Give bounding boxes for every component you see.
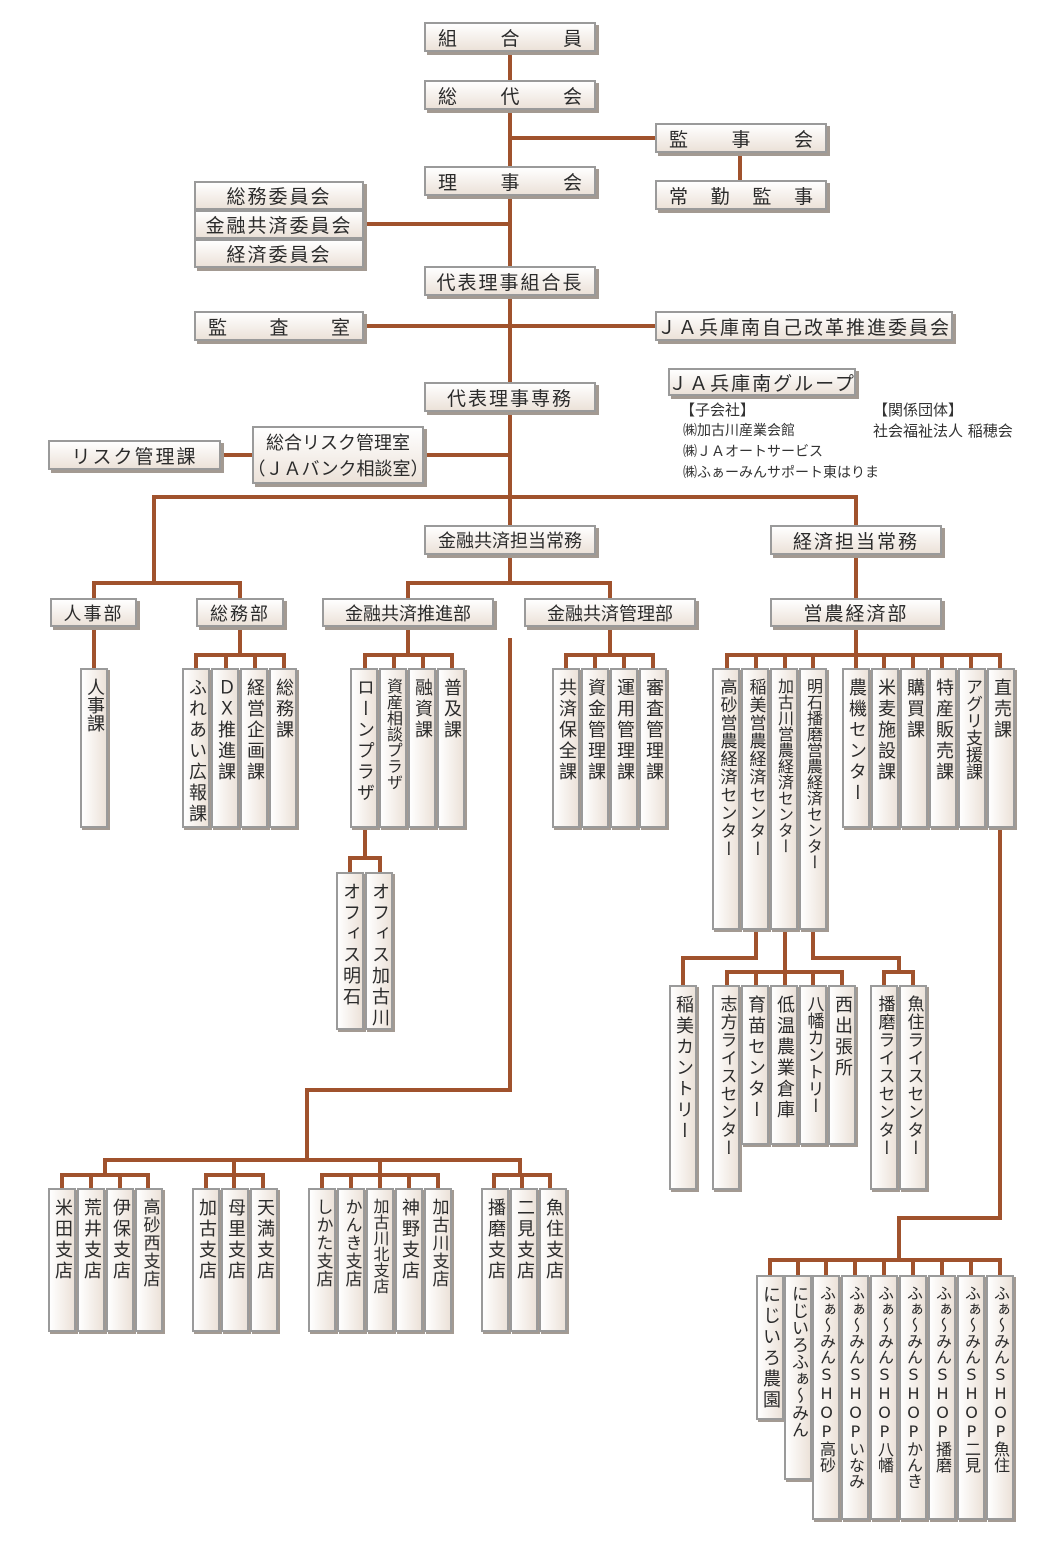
farmin-shop-harima: ふぁ〜みんSHOP播磨 [928,1275,956,1520]
community-pr-section: ふれあい広報課 [182,668,210,828]
auditors-board-box: 監事会 [655,123,827,153]
uozumi-rice-center: 魚住ライスセンター [899,985,927,1190]
agri-economy-department-box: 営農経済部 [770,598,942,627]
seedling-center: 育苗センター [741,985,769,1145]
branch-shikata: しかた支店 [308,1188,336,1332]
branch-kanki: かんき支店 [337,1188,365,1332]
review-management-section: 審査管理課 [639,668,667,828]
purchasing-section: 購買課 [900,668,928,828]
fund-management-section: 資金管理課 [581,668,609,828]
subsidiary-1: ㈱加古川産業会館 [683,423,795,439]
dx-promotion-section: ＤＸ推進課 [211,668,239,828]
farmin-shop-takasago: ふぁ〜みんSHOP高砂 [812,1275,840,1520]
managing-director-box: 代表理事専務 [424,382,596,412]
general-assembly-box: 総代会 [424,80,596,110]
branch-iho: 伊保支店 [106,1188,134,1332]
inami-country-facility: 稲美カントリー [669,985,697,1190]
branch-arai: 荒井支店 [77,1188,105,1332]
branch-futami: 二見支店 [510,1188,538,1332]
president-box: 代表理事組合長 [424,266,596,296]
risk-office-sublabel: （ＪＡバンク相談室） [252,459,424,480]
asset-consulting-plaza-section: 資産相談プラザ [379,668,407,828]
reform-committee-box: ＪＡ兵庫南自己改革推進委員会 [655,311,953,341]
hr-department-box: 人事部 [50,598,137,627]
farmin-shop-inami: ふぁ〜みんSHOPいなみ [841,1275,869,1520]
investment-management-section: 運用管理課 [610,668,638,828]
nijiiro-farmin: にじいろふぁ〜みん [784,1275,812,1480]
subsidiaries-label: 【子会社】 [680,401,756,419]
branch-takasago-nishi: 高砂西支店 [135,1188,163,1332]
branch-yoneda: 米田支店 [48,1188,76,1332]
branch-kako: 加古支店 [192,1188,220,1332]
branch-kanno: 神野支店 [395,1188,423,1332]
akashi-harima-agri-center: 明石播磨営農経済センター [799,668,827,930]
specialty-sales-section: 特産販売課 [929,668,957,828]
general-affairs-committee-box: 総務委員会 [194,181,364,210]
subsidiary-3: ㈱ふぁーみんサポート東はりま [683,465,879,481]
takasago-agri-center: 高砂営農経済センター [712,668,740,930]
lending-section: 融資課 [408,668,436,828]
members-box: 組合員 [424,22,596,52]
office-kakogawa: オフィス加古川 [365,872,393,1030]
branch-uozumi: 魚住支店 [539,1188,567,1332]
outreach-section: 普及課 [437,668,465,828]
ja-group-title-box: ＪＡ兵庫南グループ [668,368,856,396]
cold-storage-warehouse: 低温農業倉庫 [770,985,798,1145]
general-affairs-section: 総務課 [269,668,297,828]
general-affairs-department-box: 総務部 [196,598,284,627]
branch-kakogawa-kita: 加古川北支店 [366,1188,394,1332]
agri-support-section: アグリ支援課 [958,668,986,828]
economy-committee-box: 経済委員会 [194,239,364,268]
branch-kakogawa: 加古川支店 [424,1188,452,1332]
inami-agri-center: 稲美営農経済センター [741,668,769,930]
related-org: 社会福祉法人 稲穂会 [873,422,1013,440]
risk-office-box: 総合リスク管理室 （ＪＡバンク相談室） [252,426,424,484]
branch-harima: 播磨支店 [481,1188,509,1332]
mutual-aid-maintenance-section: 共済保全課 [552,668,580,828]
farmin-shop-kanki: ふぁ〜みんSHOPかんき [899,1275,927,1520]
nijiiro-farm: にじいろ農園 [756,1275,784,1420]
farmin-shop-yawata: ふぁ〜みんSHOP八幡 [870,1275,898,1520]
finance-director-box: 金融共済担当常務 [424,525,596,555]
board-of-directors-box: 理事会 [424,166,596,196]
nishi-branch-office: 西出張所 [828,985,856,1145]
audit-office-box: 監査室 [194,311,364,341]
hr-section-box: 人事課 [80,668,108,828]
finance-committee-box: 金融共済委員会 [194,210,364,239]
loan-plaza-section: ローンプラザ [350,668,378,828]
subsidiary-2: ㈱ＪＡオートサービス [683,444,823,460]
full-time-auditor-box: 常勤監事 [655,180,827,210]
related-org-label: 【関係団体】 [873,401,964,419]
farm-machinery-center: 農機センター [842,668,870,828]
farmin-shop-futami: ふぁ〜みんSHOP二見 [957,1275,985,1520]
finance-management-department-box: 金融共済管理部 [524,598,696,627]
branch-mori: 母里支店 [221,1188,249,1332]
shikata-rice-center: 志方ライスセンター [712,985,740,1190]
finance-promotion-department-box: 金融共済推進部 [322,598,494,627]
direct-sales-section: 直売課 [987,668,1015,828]
harima-rice-center: 播磨ライスセンター [870,985,898,1190]
management-planning-section: 経営企画課 [240,668,268,828]
branch-tenma: 天満支店 [250,1188,278,1332]
rice-wheat-facility-section: 米麦施設課 [871,668,899,828]
farmin-shop-uozumi: ふぁ〜みんSHOP魚住 [986,1275,1014,1520]
office-akashi: オフィス明石 [336,872,364,1030]
risk-section-box: リスク管理課 [48,440,221,470]
risk-office-label: 総合リスク管理室 [266,433,410,454]
economy-director-box: 経済担当常務 [770,525,942,555]
yawata-country-facility: 八幡カントリー [799,985,827,1145]
kakogawa-agri-center: 加古川営農経済センター [770,668,798,930]
